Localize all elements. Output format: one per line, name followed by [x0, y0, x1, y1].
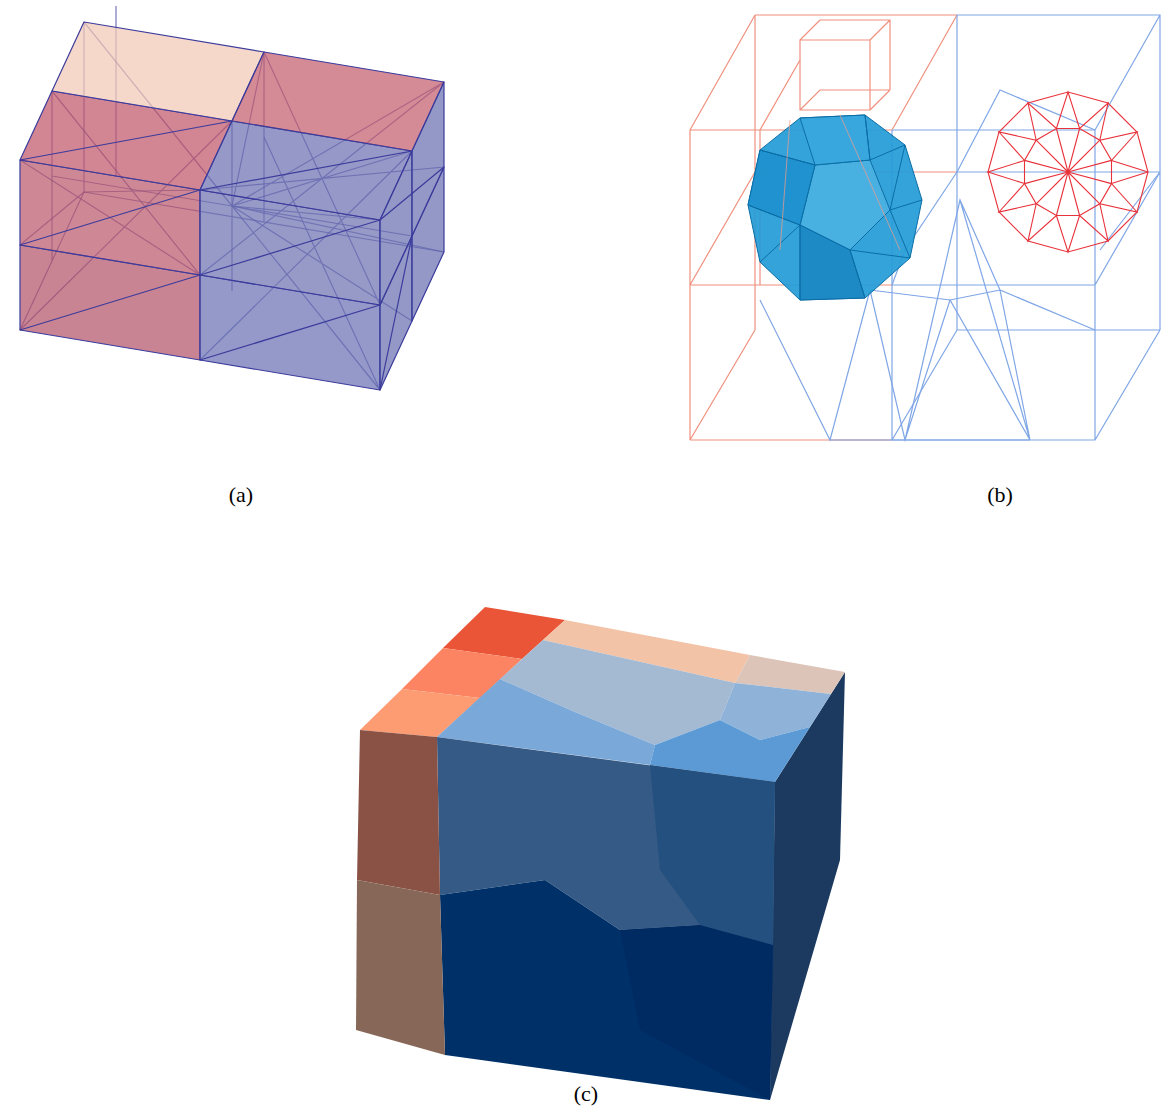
red-wire-ball	[988, 92, 1148, 252]
blue-solid-ball-part	[780, 115, 900, 250]
partitioned-block-c-part	[357, 730, 440, 895]
blue-solid-ball-part	[800, 115, 870, 165]
right-face-part	[412, 82, 444, 236]
blue-wire	[760, 15, 1160, 440]
red-wire	[690, 15, 957, 440]
panel-label: (b)	[987, 482, 1013, 507]
right-face-part	[380, 151, 412, 305]
blue-wire-part	[760, 200, 1095, 440]
blue-wire-part	[892, 90, 1160, 285]
partitioned-block-c-part	[650, 765, 775, 945]
red-wire-part	[690, 15, 957, 440]
wireframe-b	[690, 15, 1160, 440]
top-face-part	[52, 22, 264, 121]
partitioned-block-c-part	[440, 880, 773, 1100]
blue-solid-ball-part	[748, 150, 815, 225]
face-diagonals-part	[20, 121, 444, 390]
blue-wire-part	[892, 15, 1160, 440]
red-wire-ball-part	[988, 92, 1148, 252]
top-face-part	[232, 52, 444, 151]
red-wire-ball-part	[1025, 129, 1112, 216]
face-diagonals	[20, 121, 444, 390]
panel-label: (c)	[574, 1081, 598, 1106]
hidden-edges	[20, 6, 444, 390]
mesh-block-a	[20, 6, 444, 390]
red-wire-ball-part	[1025, 129, 1112, 216]
blue-solid-ball	[748, 115, 922, 300]
blue-solid-ball-part	[800, 225, 865, 300]
red-wire-part	[800, 20, 890, 110]
partitioned-block-c-part	[356, 880, 445, 1055]
panel-label: (a)	[229, 482, 253, 507]
blue-solid-ball-part	[748, 115, 922, 300]
partitioned-block-c-part	[620, 925, 773, 1100]
partitioned-block-c	[356, 607, 845, 1100]
blue-solid-ball-part	[748, 115, 922, 300]
red-wire-ball-part	[988, 92, 1148, 252]
